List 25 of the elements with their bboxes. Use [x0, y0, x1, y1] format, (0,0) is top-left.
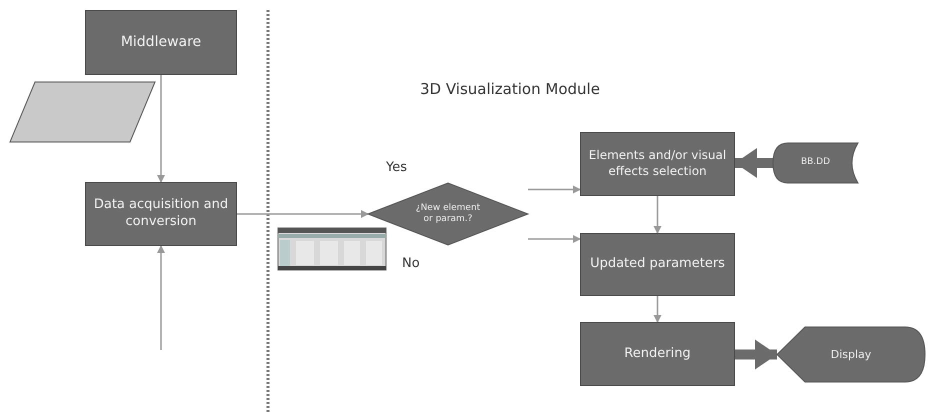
arrow [157, 75, 165, 183]
branch-label: Yes [386, 160, 407, 175]
arrow [735, 148, 773, 178]
process-box [85, 182, 237, 246]
process-box [580, 322, 735, 386]
branch-label: No [402, 256, 420, 271]
node-text: Middleware [120, 33, 202, 52]
arrow [654, 196, 662, 234]
arrow [528, 186, 581, 194]
node-text: Updated parameters [590, 256, 725, 273]
arrow [157, 245, 165, 350]
arrow [654, 296, 662, 323]
node-text: Data acquisition and conversion [92, 197, 230, 231]
node-text: Display [830, 348, 872, 362]
module-title: 3D Visualization Module [420, 80, 600, 98]
arrow [735, 340, 777, 370]
process-box [85, 10, 237, 75]
node-text: ¿New element or param.? [414, 202, 482, 226]
node-text: Elements and/or visual effects selection [588, 148, 728, 180]
node-text: BB.DD [800, 157, 830, 169]
process-box [580, 233, 735, 296]
node-text: Rendering [624, 346, 691, 362]
arrow [528, 235, 581, 243]
process-box [580, 132, 735, 196]
arrow [237, 210, 369, 218]
